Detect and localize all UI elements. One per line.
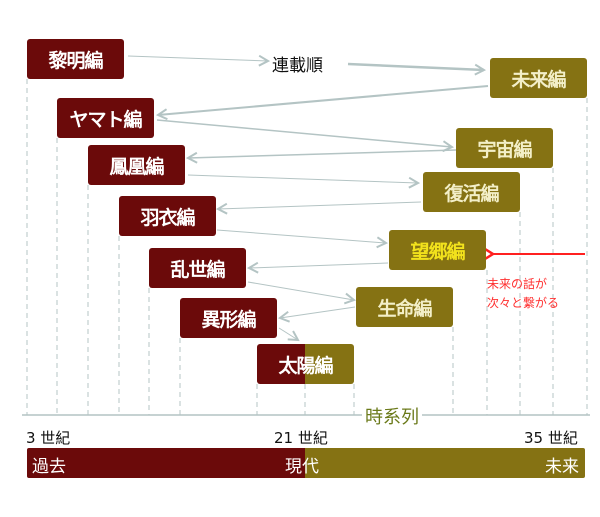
arc-seimei: 生命編 [356,287,453,327]
tick-3rd-century: 3 世紀 [26,429,71,447]
arc-hagoromo: 羽衣編 [119,196,216,236]
note-line-1: 未来の話が [487,277,548,291]
order-arrows [127,56,489,340]
era-future: 未来 [545,457,579,477]
tick-21st-century: 21 世紀 [274,429,328,447]
arc-reimei: 黎明編 [27,39,124,79]
arc-boukyou: 望郷編 [389,230,486,270]
arc-houou: 鳳凰編 [88,145,185,185]
arc-fukkatsu: 復活編 [423,172,520,212]
arc-ransei: 乱世編 [149,248,246,288]
era-present: 現代 [285,457,319,477]
time-label: 時系列 [362,403,422,429]
arc-uchu: 宇宙編 [456,128,553,168]
order-label: 連載順 [270,51,325,76]
arc-taiyou: 太陽編 [257,344,354,384]
note-line-2: 次々と繋がる [487,296,560,310]
timeline-guides [26,79,588,415]
era-past: 過去 [32,457,66,477]
tick-35th-century: 35 世紀 [524,429,578,447]
era-bar: 過去 現代 未来 [27,448,585,478]
arc-yamato: ヤマト編 [57,98,154,138]
arc-mirai: 未来編 [490,58,587,98]
arc-igyou: 異形編 [180,298,277,338]
